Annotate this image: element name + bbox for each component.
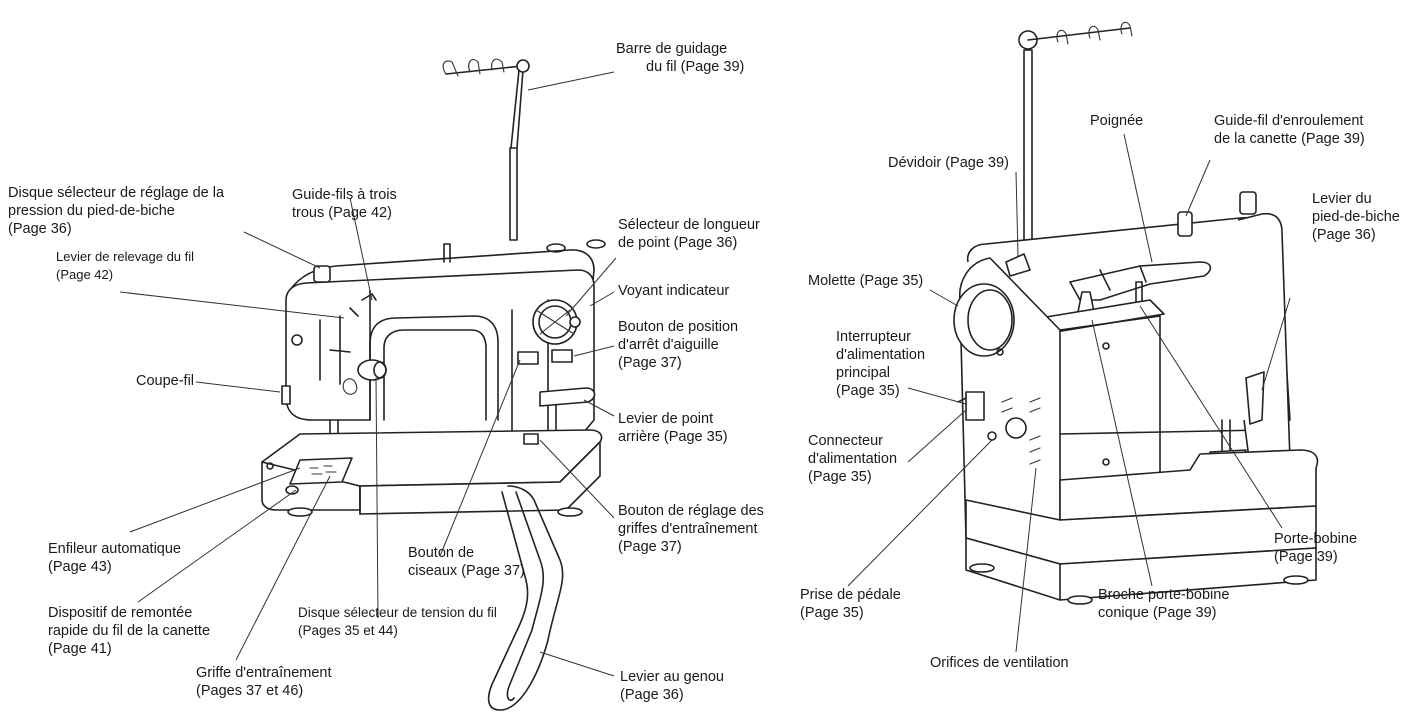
- label-poignee: Poignée: [1090, 113, 1144, 129]
- label-porte-bobine: Porte-bobine(Page 39): [1274, 531, 1358, 565]
- label-devidoir: Dévidoir (Page 39): [888, 155, 1009, 171]
- label-coupe-fil: Coupe-fil: [136, 373, 195, 389]
- label-griffe: Griffe d'entraînement(Pages 37 et 46): [196, 665, 332, 699]
- leader-lines: [119, 71, 1291, 677]
- label-prise-pedale: Prise de pédale(Page 35): [800, 587, 901, 621]
- label-levier-genou: Levier au genou(Page 36): [620, 669, 724, 703]
- label-enfileur: Enfileur automatique(Page 43): [48, 541, 181, 575]
- label-levier-relevage: Levier de relevage du fil(Page 42): [56, 249, 195, 282]
- front-view-machine: [261, 58, 606, 711]
- label-orifices: Orifices de ventilation: [930, 655, 1069, 671]
- label-voyant: Voyant indicateur: [618, 283, 730, 299]
- label-disque-tension: Disque sélecteur de tension du fil(Pages…: [298, 605, 497, 638]
- label-molette: Molette (Page 35): [808, 273, 924, 289]
- rear-view-machine: [953, 21, 1319, 605]
